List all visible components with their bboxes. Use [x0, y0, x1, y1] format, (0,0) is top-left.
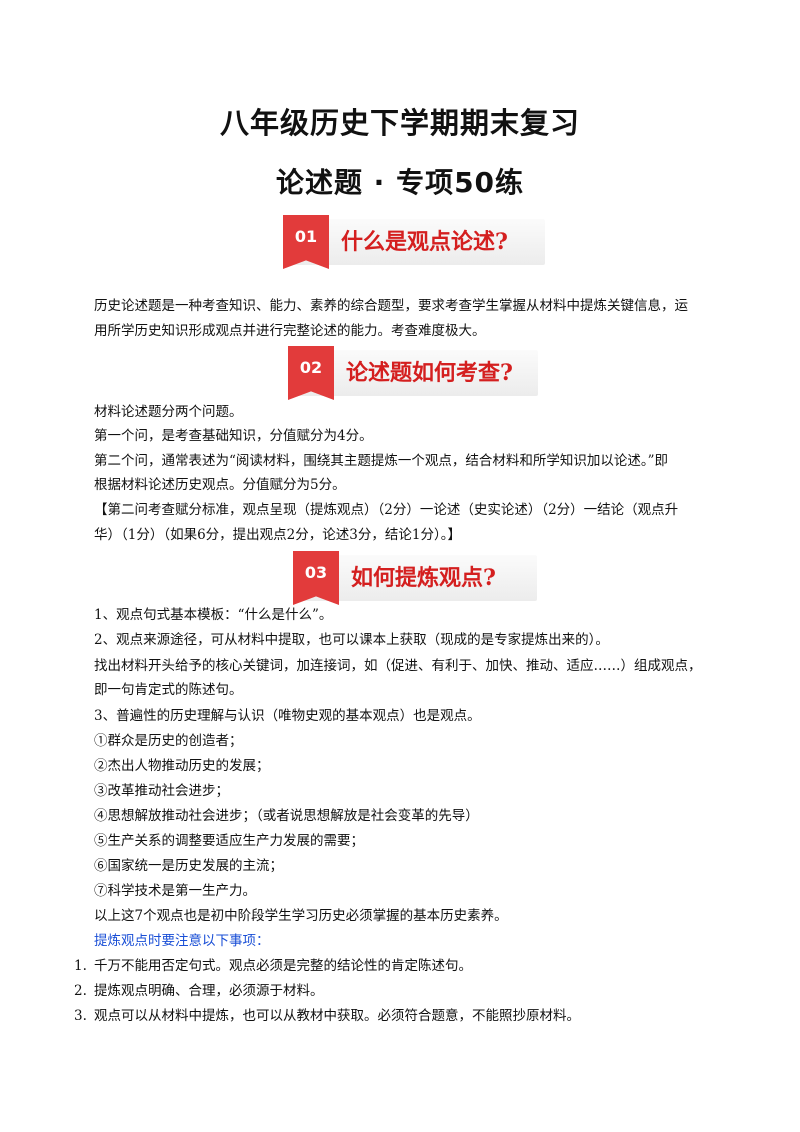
section-heading: 论述题如何考查?: [346, 360, 513, 386]
note-number: 2.: [74, 983, 87, 999]
section-number-badge: 03: [293, 551, 339, 605]
list-item: ⑥国家统一是历史发展的主流；: [94, 858, 283, 874]
paragraph-line: 历史论述题是一种考查知识、能力、素养的综合题型，要求考查学生掌握从材料中提炼关键…: [94, 298, 688, 314]
list-item: ⑦科学技术是第一生产力。: [94, 883, 256, 899]
list-item: ②杰出人物推动历史的发展；: [94, 758, 270, 774]
paragraph-line: 1、观点句式基本模板：“什么是什么”。: [94, 607, 333, 623]
paragraph-line: 2、观点来源途径，可从材料中提取，也可以课本上获取（现成的是专家提炼出来的）。: [94, 632, 609, 648]
section-heading: 什么是观点论述?: [341, 229, 508, 255]
list-item: ④思想解放推动社会进步；（或者说思想解放是社会变革的先导）: [94, 808, 479, 824]
paragraph-line: 材料论述题分两个问题。: [94, 404, 243, 420]
section-number-badge: 01: [283, 215, 329, 269]
page-title: 八年级历史下学期期末复习: [219, 106, 580, 140]
paragraph-line: 找出材料开头给予的核心关键词，加连接词，如（促进、有利于、加快、推动、适应……）…: [94, 658, 702, 674]
paragraph-line: 【第二问考查赋分标准，观点呈现（提炼观点）（2分）一论述（史实论述）（2分）一结…: [94, 502, 679, 518]
note-number: 1.: [74, 958, 87, 974]
paragraph-line: 3、普遍性的历史理解与认识（唯物史观的基本观点）也是观点。: [94, 708, 481, 724]
section-heading: 如何提炼观点?: [351, 565, 496, 591]
notes-heading: 提炼观点时要注意以下事项：: [94, 933, 270, 949]
list-item: ①群众是历史的创造者；: [94, 733, 243, 749]
paragraph-line: 华）（1分）（如果6分，提出观点2分，论述3分，结论1分）。】: [94, 527, 461, 543]
section-banner-02: 02 论述题如何考查?: [288, 346, 538, 400]
paragraph-line: 第二个问，通常表述为“阅读材料，围绕其主题提炼一个观点，结合材料和所学知识加以论…: [94, 453, 669, 469]
section-banner-03: 03 如何提炼观点?: [293, 551, 537, 605]
list-item: ⑤生产关系的调整要适应生产力发展的需要；: [94, 833, 364, 849]
note-number: 3.: [74, 1008, 87, 1024]
paragraph-line: 即一句肯定式的陈述句。: [94, 682, 243, 698]
paragraph-line: 用所学历史知识形成观点并进行完整论述的能力。考查难度极大。: [94, 323, 486, 339]
paragraph-line: 根据材料论述历史观点。分值赋分为5分。: [94, 477, 346, 493]
note-text: 观点可以从材料中提炼，也可以从教材中获取。必须符合题意，不能照抄原材料。: [94, 1008, 580, 1024]
section-number-badge: 02: [288, 346, 334, 400]
page-subtitle: 论述题 · 专项50练: [275, 166, 525, 199]
note-text: 提炼观点明确、合理，必须源于材料。: [94, 983, 324, 999]
paragraph-line: 以上这7个观点也是初中阶段学生学习历史必须掌握的基本历史素养。: [94, 908, 508, 924]
list-item: ③改革推动社会进步；: [94, 783, 229, 799]
note-text: 千万不能用否定句式。观点必须是完整的结论性的肯定陈述句。: [94, 958, 472, 974]
paragraph-line: 第一个问，是考查基础知识，分值赋分为4分。: [94, 428, 373, 444]
section-banner-01: 01 什么是观点论述?: [283, 215, 545, 269]
